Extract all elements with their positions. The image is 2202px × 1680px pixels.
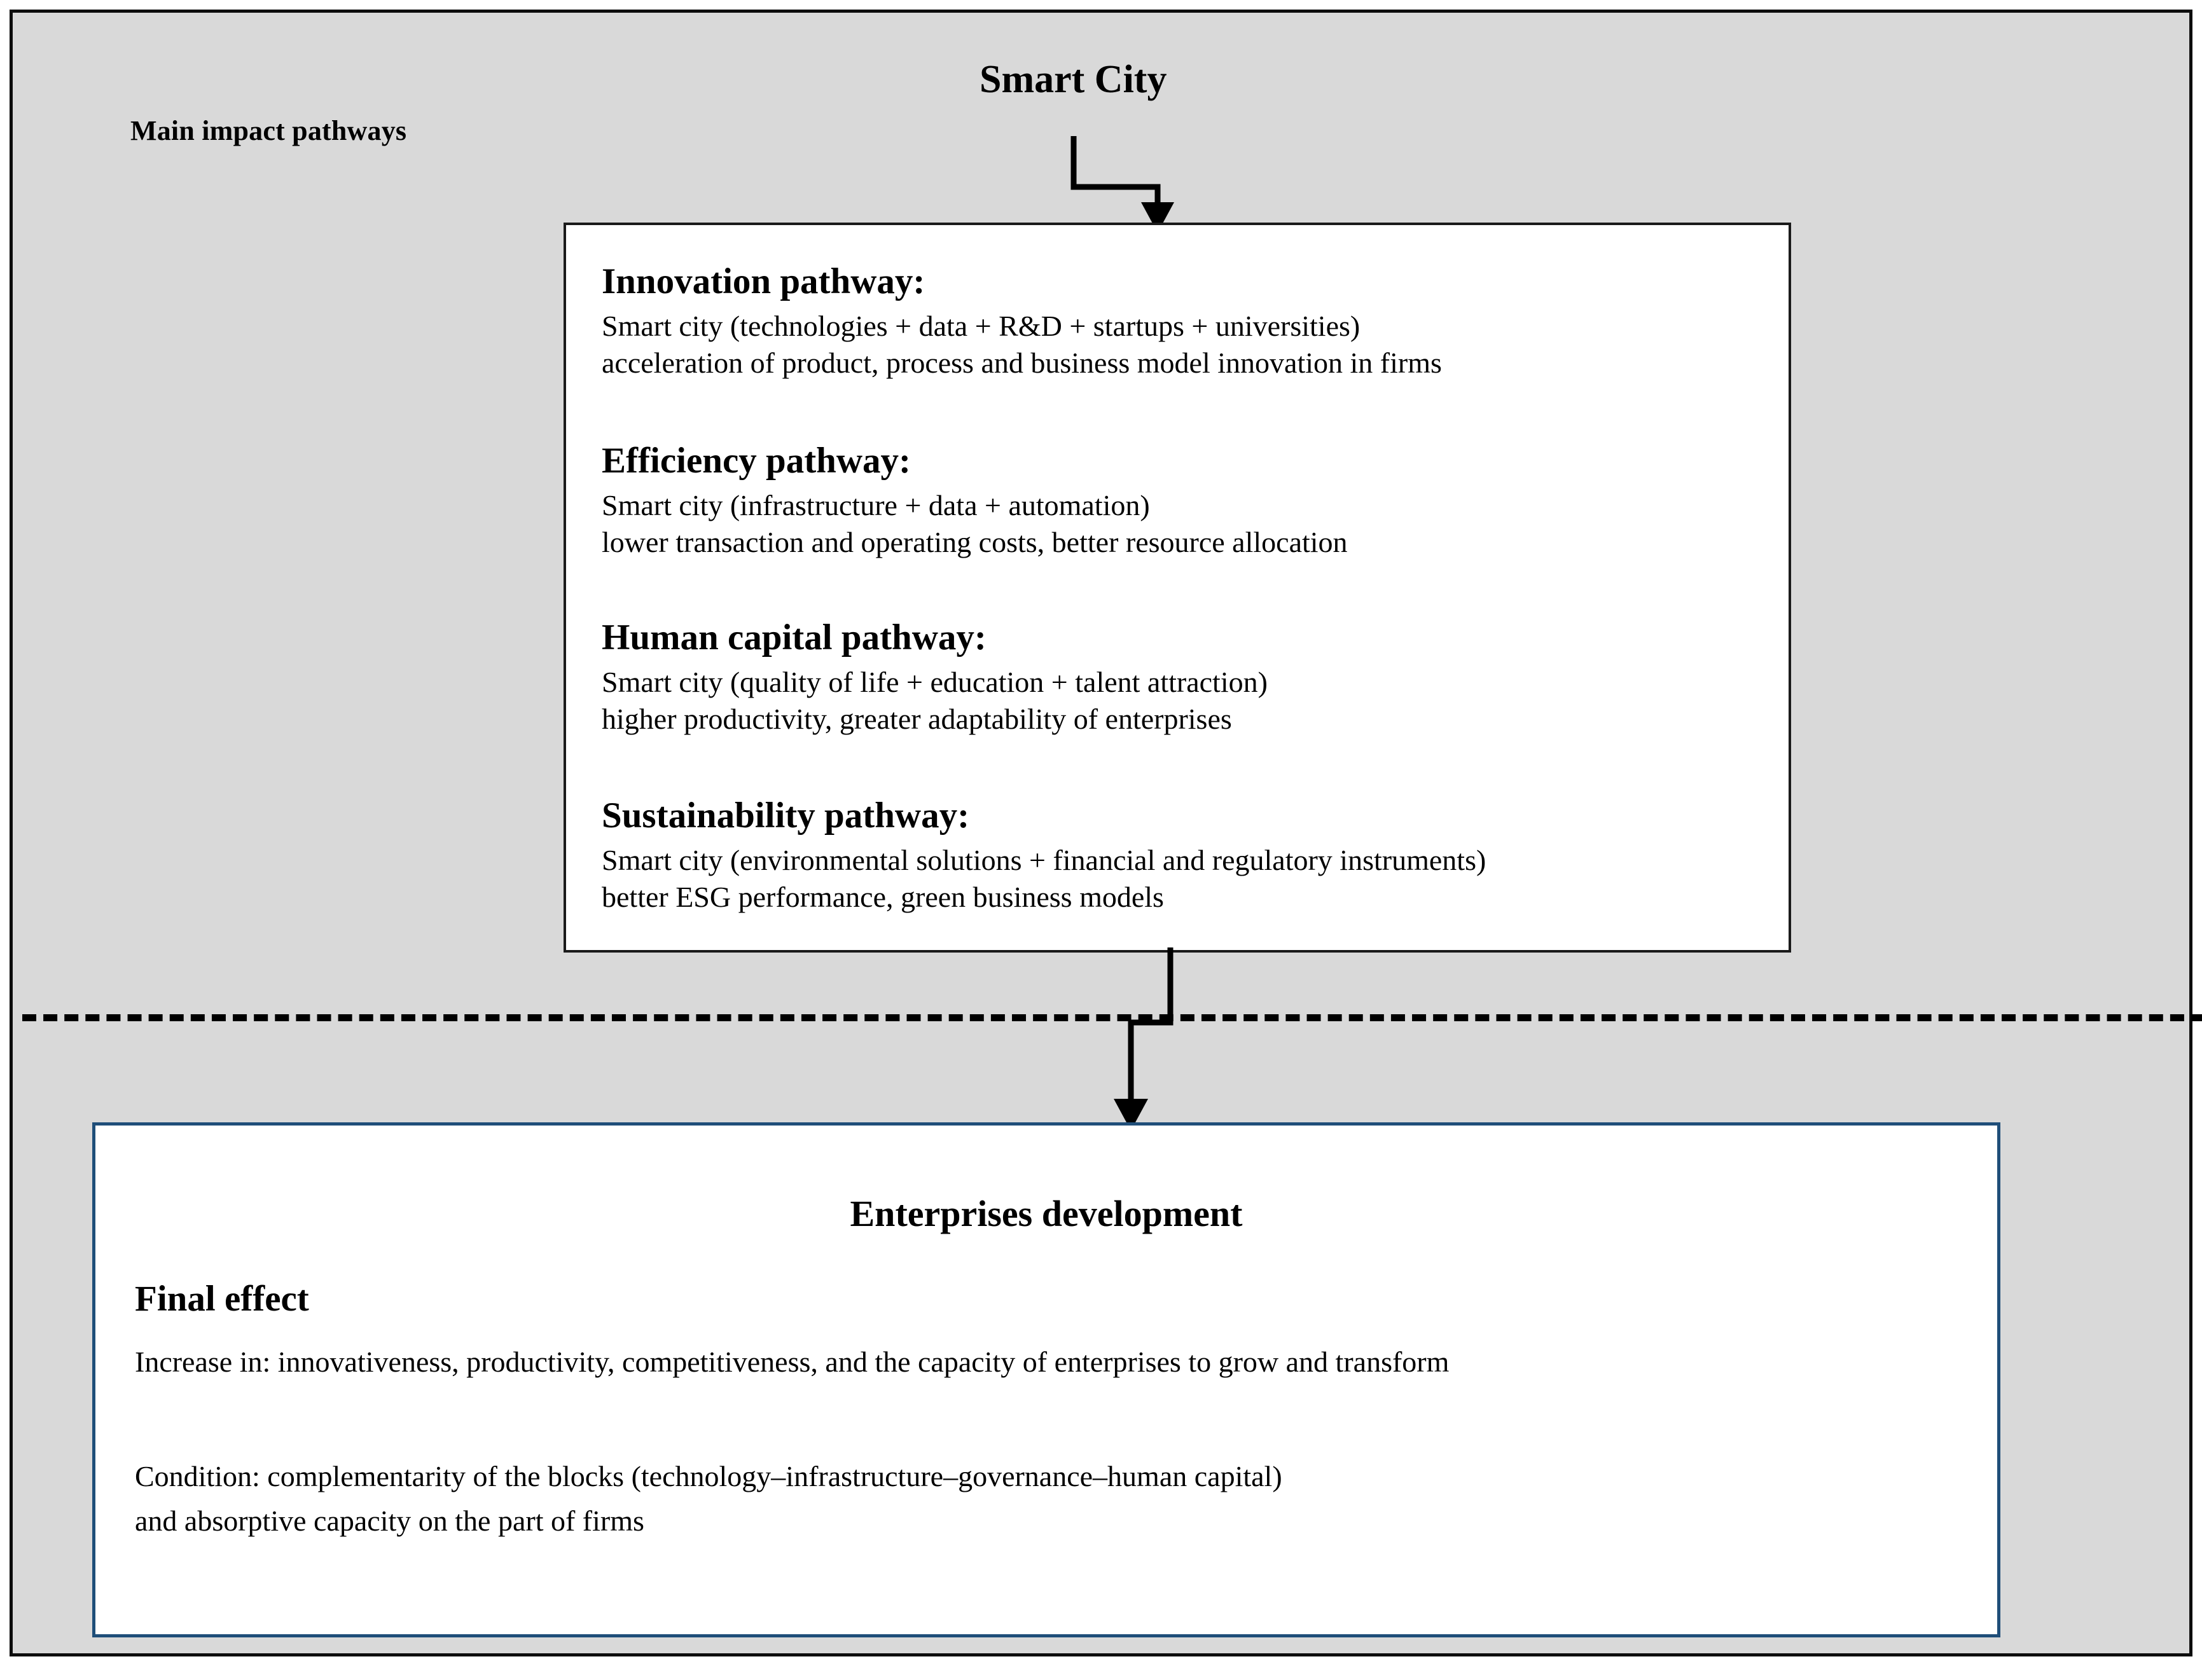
main-impact-pathways-label: Main impact pathways — [130, 115, 407, 146]
condition-line-2: and absorptive capacity on the part of f… — [135, 1504, 644, 1537]
pathway-outcome-efficiency: lower transaction and operating costs, b… — [602, 526, 1348, 559]
pathway-block-human-capital: Human capital pathway: Smart city (quali… — [602, 618, 1268, 738]
enterprises-development-title: Enterprises development — [850, 1193, 1243, 1234]
pathway-input-efficiency: Smart city (infrastructure + data + auto… — [602, 488, 1150, 521]
enterprises-development-box: Enterprises development Final effect Inc… — [92, 1122, 2000, 1637]
pathway-block-sustainability: Sustainability pathway: Smart city (envi… — [602, 796, 1486, 916]
pathway-input-innovation: Smart city (technologies + data + R&D + … — [602, 309, 1361, 342]
final-effect-text: Increase in: innovativeness, productivit… — [135, 1346, 1450, 1378]
smart-city-title: Smart City — [980, 58, 1167, 101]
impact-pathways-box: Innovation pathway: Smart city (technolo… — [564, 223, 1791, 953]
pathway-heading-sustainability: Sustainability pathway: — [602, 795, 970, 836]
diagram-frame: Main impact pathways Smart City Innovati… — [10, 10, 2202, 1656]
pathway-outcome-sustainability: better ESG performance, green business m… — [602, 881, 1164, 914]
pathway-input-sustainability: Smart city (environmental solutions + fi… — [602, 843, 1486, 876]
pathway-block-innovation: Innovation pathway: Smart city (technolo… — [602, 262, 1442, 382]
dashed-divider-line — [22, 1014, 2202, 1021]
pathway-outcome-human-capital: higher productivity, greater adaptabilit… — [602, 703, 1232, 736]
pathway-heading-human-capital: Human capital pathway: — [602, 617, 987, 658]
pathway-outcome-innovation: acceleration of product, process and bus… — [602, 347, 1442, 380]
final-effect-heading: Final effect — [135, 1279, 309, 1319]
pathway-block-efficiency: Efficiency pathway: Smart city (infrastr… — [602, 441, 1348, 561]
pathway-heading-efficiency: Efficiency pathway: — [602, 441, 911, 481]
arrow-smart-city-to-pathways — [1070, 136, 1174, 233]
pathway-input-human-capital: Smart city (quality of life + education … — [602, 665, 1268, 698]
arrow-pathways-to-enterprises — [1114, 947, 1174, 1131]
condition-line-1: Condition: complementarity of the blocks… — [135, 1460, 1282, 1492]
pathway-heading-innovation: Innovation pathway: — [602, 261, 925, 301]
